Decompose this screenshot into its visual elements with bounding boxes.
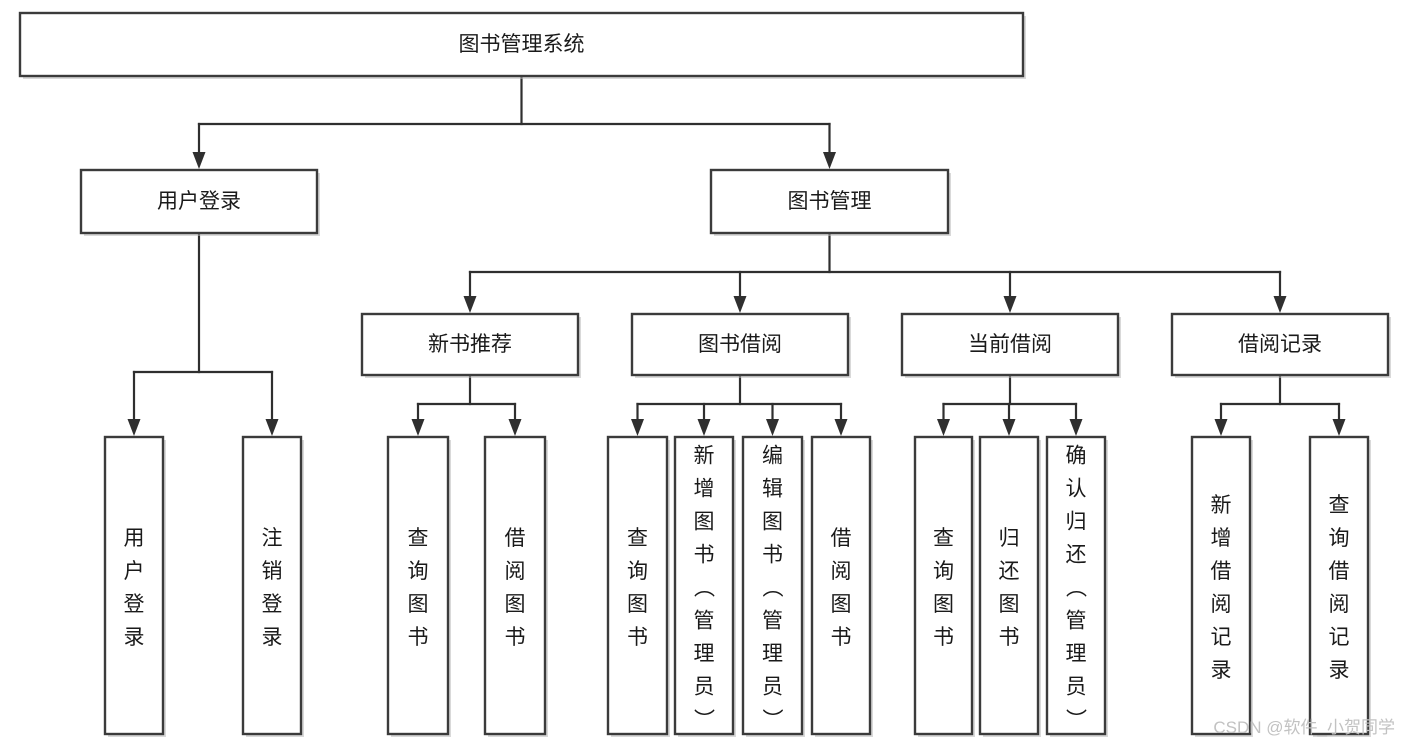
node-rect[interactable] (673, 435, 735, 736)
node-rect[interactable] (79, 168, 319, 235)
node-rect[interactable] (1190, 435, 1252, 736)
node-user-login[interactable]: 用户登录 (79, 168, 320, 236)
node-label: 新书推荐 (428, 333, 512, 356)
node-book-borrow[interactable]: 图书借阅 (630, 312, 851, 378)
connector-arrowhead (192, 152, 206, 169)
node-root[interactable]: 图书管理系统 (18, 11, 1026, 79)
node-label: 新增借阅记录 (1211, 494, 1232, 682)
node-label: 图书借阅 (698, 333, 782, 356)
connector-arrowhead (766, 419, 779, 436)
node-new-book-rec[interactable]: 新书推荐 (360, 312, 581, 378)
node-label: 图书管理系统 (459, 33, 585, 56)
node-rect[interactable] (386, 435, 450, 736)
node-rect[interactable] (606, 435, 669, 736)
node-label: 归还图书 (999, 527, 1020, 649)
node-rect[interactable] (978, 435, 1040, 736)
node-label: 借阅图书 (505, 527, 526, 649)
node-leaf-query-book-1[interactable]: 查询图书 (386, 435, 451, 737)
connector-arrowhead (1332, 419, 1346, 436)
node-leaf-borrow-book-2[interactable]: 借阅图书 (810, 435, 873, 737)
connector-arrowhead (1003, 296, 1017, 313)
node-label: 用户登录 (157, 190, 241, 213)
node-book-manage[interactable]: 图书管理 (709, 168, 951, 236)
node-label: 图书管理 (788, 190, 872, 213)
connector-arrowhead (127, 419, 141, 436)
node-label: 新增图书（管理员） (694, 445, 716, 732)
connector-layer (127, 74, 1346, 436)
node-label: 查询图书 (933, 527, 954, 649)
node-rect[interactable] (103, 435, 165, 736)
node-rect[interactable] (741, 435, 804, 736)
connector-arrowhead (1214, 419, 1228, 436)
node-borrow-record[interactable]: 借阅记录 (1170, 312, 1391, 378)
connector-arrowhead (697, 419, 711, 436)
node-rect[interactable] (18, 11, 1025, 78)
connector-arrowhead (1273, 296, 1287, 313)
connector-arrowhead (1069, 419, 1083, 436)
csdn-watermark: CSDN @软件_小贺同学 (1213, 718, 1395, 737)
node-leaf-add-book[interactable]: 新增图书（管理员） (673, 435, 736, 737)
connector-arrowhead (1002, 419, 1016, 436)
node-rect[interactable] (1308, 435, 1370, 736)
node-leaf-logout[interactable]: 注销登录 (241, 435, 304, 737)
node-leaf-confirm-return[interactable]: 确认归还（管理员） (1045, 435, 1108, 737)
node-leaf-query-record[interactable]: 查询借阅记录 (1308, 435, 1371, 737)
connector-arrowhead (834, 419, 848, 436)
node-label: 当前借阅 (968, 333, 1052, 356)
node-leaf-add-record[interactable]: 新增借阅记录 (1190, 435, 1253, 737)
node-label: 查询图书 (627, 527, 648, 649)
connector-arrowhead (463, 296, 477, 313)
node-rect[interactable] (810, 435, 872, 736)
connector-arrowhead (631, 419, 644, 436)
connector-arrowhead (937, 419, 950, 436)
node-label: 借阅记录 (1238, 333, 1322, 356)
node-label: 编辑图书（管理员） (762, 445, 784, 732)
node-label: 借阅图书 (831, 527, 852, 649)
node-rect[interactable] (709, 168, 950, 235)
node-layer: 图书管理系统用户登录图书管理新书推荐图书借阅当前借阅借阅记录用户登录注销登录查询… (18, 11, 1391, 737)
node-rect[interactable] (900, 312, 1120, 377)
node-label: 确认归还（管理员） (1066, 445, 1088, 732)
node-leaf-query-book-3[interactable]: 查询图书 (913, 435, 975, 737)
node-leaf-edit-book[interactable]: 编辑图书（管理员） (741, 435, 805, 737)
connector-arrowhead (265, 419, 279, 436)
node-rect[interactable] (241, 435, 303, 736)
node-rect[interactable] (1045, 435, 1107, 736)
node-rect[interactable] (483, 435, 547, 736)
node-rect[interactable] (360, 312, 580, 377)
connector-arrowhead (823, 152, 836, 169)
node-rect[interactable] (913, 435, 974, 736)
node-label: 注销登录 (262, 527, 283, 649)
node-leaf-query-book-2[interactable]: 查询图书 (606, 435, 670, 737)
node-rect[interactable] (630, 312, 850, 377)
node-leaf-borrow-book-1[interactable]: 借阅图书 (483, 435, 548, 737)
connector-arrowhead (508, 419, 522, 436)
node-label: 查询借阅记录 (1329, 494, 1350, 682)
node-label: 查询图书 (408, 527, 429, 649)
connector-arrowhead (733, 296, 747, 313)
node-leaf-user-login[interactable]: 用户登录 (103, 435, 166, 737)
node-leaf-return-book[interactable]: 归还图书 (978, 435, 1041, 737)
connector-arrowhead (411, 419, 425, 436)
node-rect[interactable] (1170, 312, 1390, 377)
node-current-borrow[interactable]: 当前借阅 (900, 312, 1121, 378)
node-label: 用户登录 (124, 527, 145, 649)
